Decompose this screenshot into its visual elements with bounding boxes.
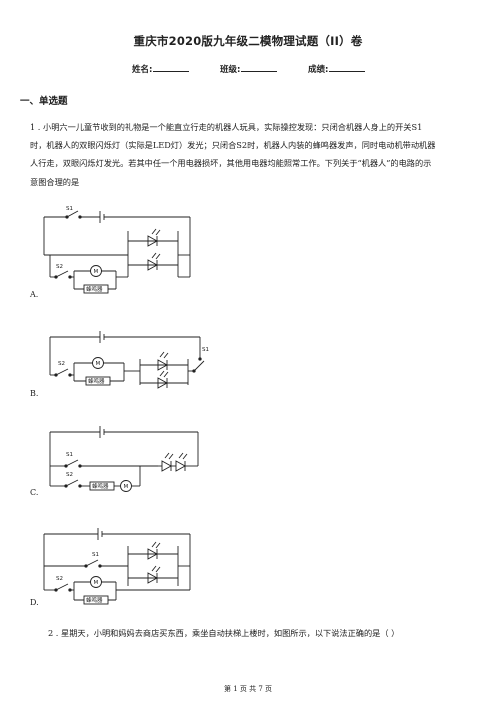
score-label: 成绩: xyxy=(308,65,329,75)
question-1: 1 . 小明六一儿童节收到的礼物是一个能直立行走的机器人玩具，实际操控发现：只闭… xyxy=(30,118,470,191)
question-1-line: 时，机器人的双眼闪烁灯（实际是LED灯）发光；只闭合S2时，机器人内装的蜂鸣器发… xyxy=(30,140,436,151)
buzzer-text: 蜂鸣器 xyxy=(92,482,109,490)
s1-text: S1 xyxy=(202,347,209,353)
class-label: 班级: xyxy=(220,65,241,75)
name-label: 姓名: xyxy=(132,65,153,75)
score-field: 成绩: xyxy=(308,63,366,75)
s2-text: S2 xyxy=(66,472,73,478)
buzzer-text: 蜂鸣器 xyxy=(86,285,103,293)
question-1-line: 意图合理的是 xyxy=(30,176,80,187)
motor-text: M xyxy=(96,361,101,367)
buzzer-text: 蜂鸣器 xyxy=(88,377,105,385)
class-field: 班级: xyxy=(220,63,278,75)
option-d[interactable]: D. xyxy=(30,598,39,607)
motor-text: M xyxy=(94,580,99,586)
score-blank xyxy=(329,63,366,72)
name-field: 姓名: xyxy=(132,63,190,75)
section-title: 一、单选题 xyxy=(20,96,68,107)
name-blank xyxy=(153,63,190,72)
circuit-diagram-d: S1 S2 M 蜂鸣器 xyxy=(43,528,191,605)
s1-text: S1 xyxy=(92,552,99,558)
option-a[interactable]: A. xyxy=(30,290,39,299)
page-footer: 第 1 页 共 7 页 xyxy=(223,685,273,693)
s2-text: S2 xyxy=(56,576,63,582)
option-b[interactable]: B. xyxy=(30,389,39,398)
question-1-line: 1 . 小明六一儿童节收到的礼物是一个能直立行走的机器人玩具，实际操控发现：只闭… xyxy=(30,122,423,132)
circuit-diagram-a: S1 S2 M 蜂鸣器 xyxy=(43,206,191,294)
s2-text: S2 xyxy=(58,361,65,367)
class-blank xyxy=(241,63,278,72)
page-title: 重庆市2020版九年级二模物理试题（II）卷 xyxy=(133,34,363,48)
s1-text: S1 xyxy=(66,452,73,458)
circuit-diagram-b: S2 M 蜂鸣器 S1 xyxy=(49,331,209,389)
s1-text: S1 xyxy=(66,206,73,212)
buzzer-text: 蜂鸣器 xyxy=(86,596,103,604)
s2-text: S2 xyxy=(56,264,63,270)
circuit-diagram-c: S1 S2 蜂鸣器 M xyxy=(49,426,199,492)
option-c[interactable]: C. xyxy=(30,488,39,497)
motor-text: M xyxy=(124,484,129,490)
question-2: 2 . 星期天，小明和妈妈去商店买东西，乘坐自动扶梯上楼时，如图所示，以下说法正… xyxy=(48,628,400,638)
question-1-line: 人行走，双眼闪烁灯发光。若其中任一个用电器损坏，其他用电器均能照常工作。下列关于… xyxy=(30,158,432,169)
motor-text: M xyxy=(94,269,99,275)
